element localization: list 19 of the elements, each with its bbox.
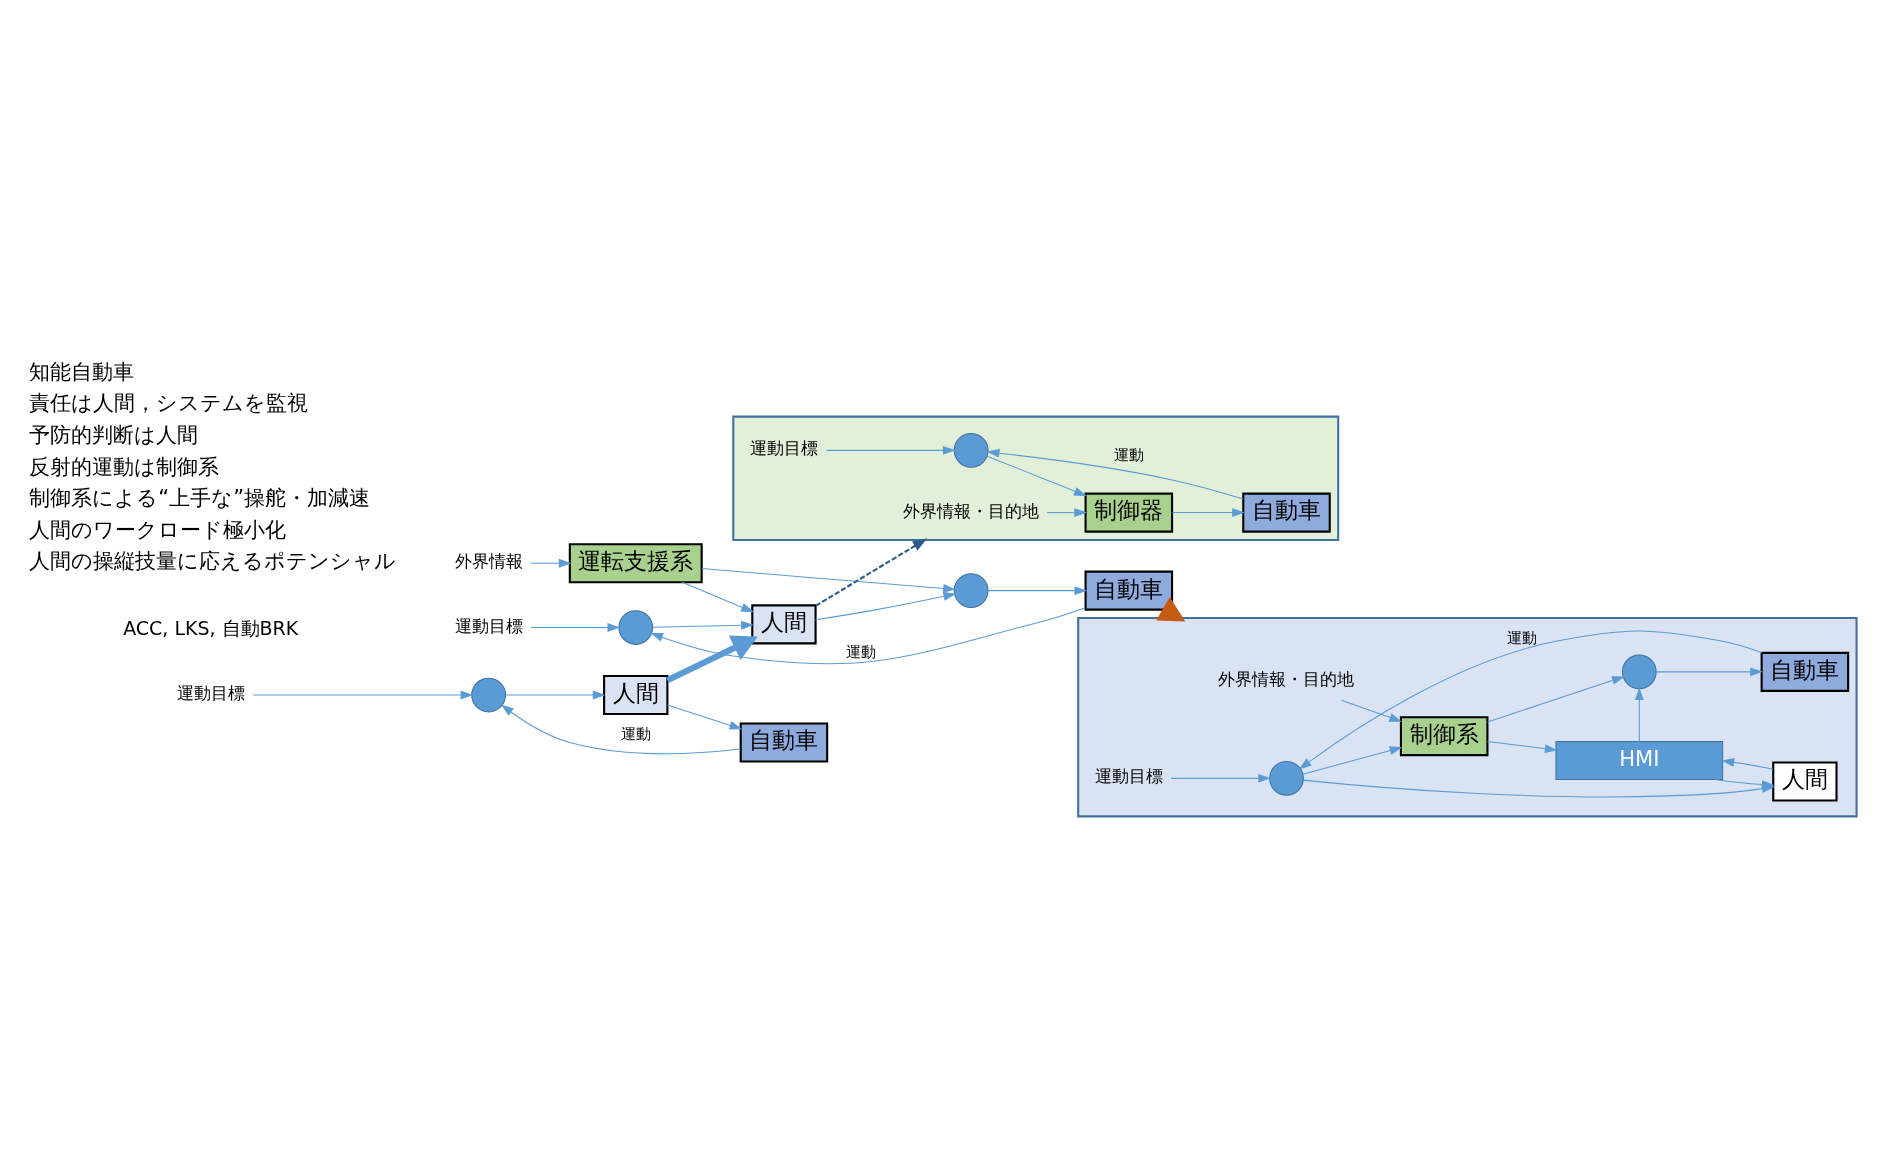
edge-label: 運動 <box>1506 628 1537 646</box>
label: 知能自動車 <box>28 358 134 384</box>
label: 反射的運動は制御系 <box>28 453 219 479</box>
edge-label: 運動 <box>620 724 651 742</box>
node-text: 運動目標 <box>749 438 818 459</box>
node-text: 運動目標 <box>454 615 523 636</box>
edge-label: 運動 <box>845 643 876 661</box>
label: ACC, LKS, 自動BRK <box>122 617 298 640</box>
node-text: 運動目標 <box>1094 766 1163 787</box>
label: 人間の操縦技量に応えるポテンシャル <box>28 548 396 574</box>
label: 人間のワークロード極小化 <box>28 516 286 542</box>
node-text: 外界情報・目的地 <box>1218 669 1354 690</box>
node-text: 外界情報・目的地 <box>902 500 1039 521</box>
node-text: 外界情報 <box>454 551 523 572</box>
label: 制御系による“上手な”操舵・加減速 <box>28 485 370 511</box>
node-text: 運動目標 <box>176 683 245 704</box>
edge-label: 運動 <box>1113 446 1144 464</box>
label: 責任は人間，システムを監視 <box>28 390 308 416</box>
label: 予防的判断は人間 <box>28 421 198 447</box>
